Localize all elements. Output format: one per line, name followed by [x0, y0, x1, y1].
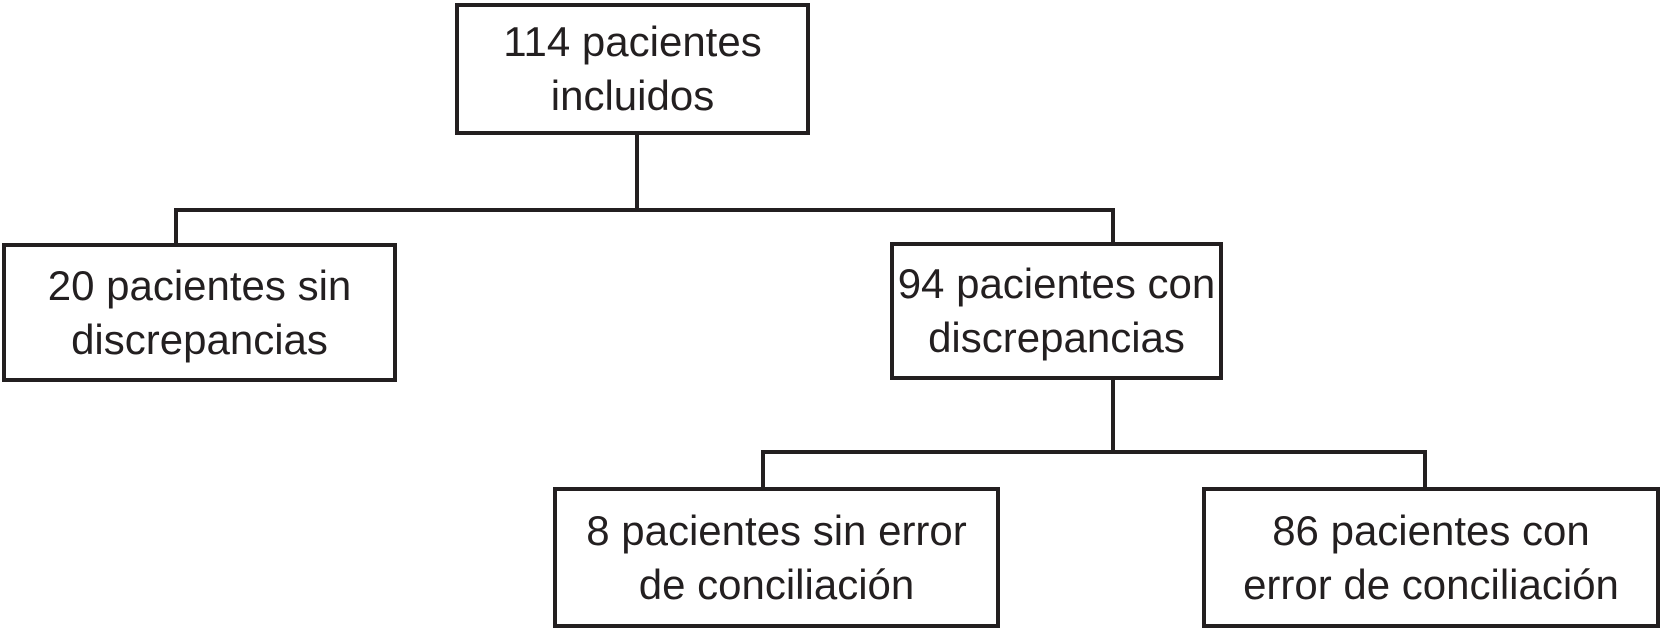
edge-discrepancies-left-drop-line: [761, 450, 765, 491]
node-patients-with-reconciliation-error: 86 pacientes con error de conciliación: [1202, 487, 1660, 628]
edge-discrepancies-stem-line: [1111, 376, 1115, 454]
edge-root-left-drop-line: [174, 208, 178, 247]
node-total-patients-included: 114 pacientes incluidos: [455, 3, 810, 135]
node-patients-without-discrepancies: 20 pacientes sin discrepancias: [2, 243, 397, 382]
node-patients-without-reconciliation-error: 8 pacientes sin error de conciliación: [553, 487, 1000, 628]
edge-root-stem-line: [635, 135, 639, 212]
edge-root-branch-line: [174, 208, 1115, 212]
edge-discrepancies-right-drop-line: [1423, 450, 1427, 491]
edge-root-right-drop-line: [1111, 208, 1115, 246]
edge-discrepancies-branch-line: [761, 450, 1427, 454]
node-patients-with-discrepancies: 94 pacientes con discrepancias: [890, 242, 1223, 380]
